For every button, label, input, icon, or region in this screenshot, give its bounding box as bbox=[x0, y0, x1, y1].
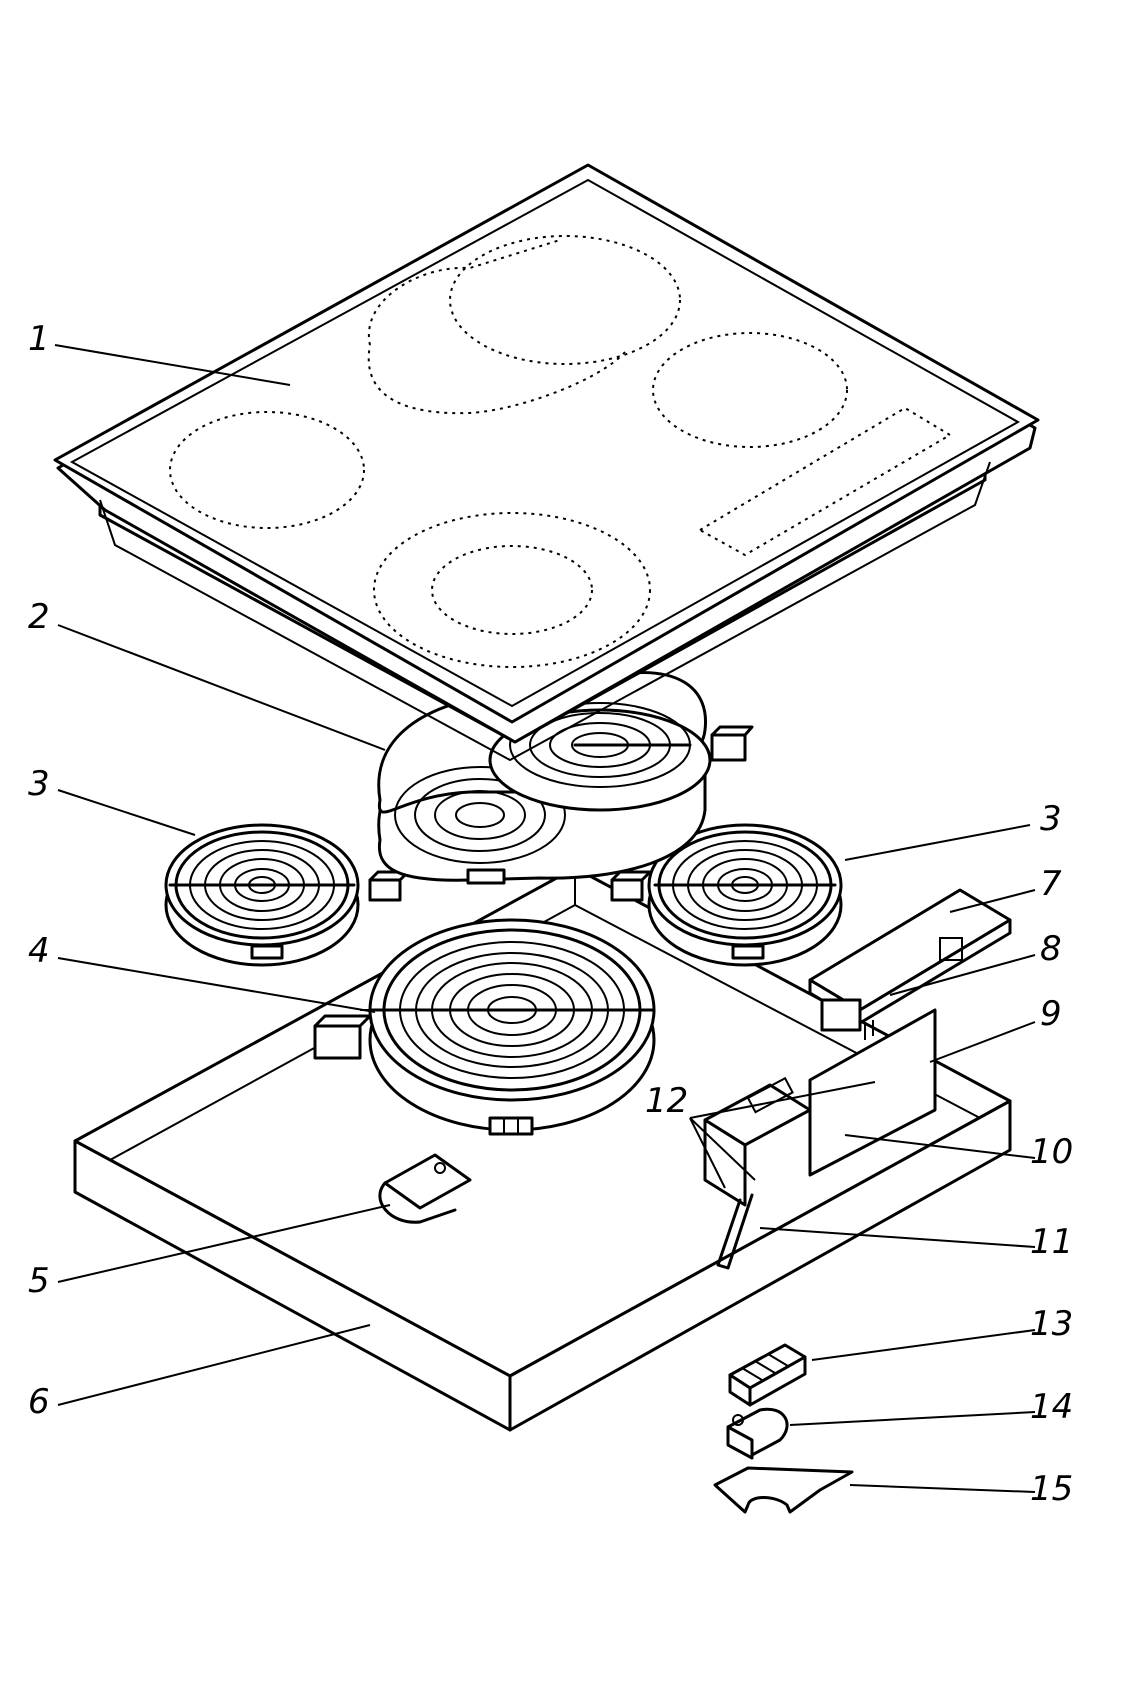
callout-13: 13 bbox=[1030, 1304, 1073, 1344]
left-heater bbox=[164, 823, 410, 967]
leader-lines bbox=[54, 344, 1036, 1493]
callout-6: 6 bbox=[28, 1382, 50, 1422]
terminal-block bbox=[728, 1343, 807, 1407]
control-electronics bbox=[808, 888, 1012, 1040]
callout-15: 15 bbox=[1030, 1469, 1073, 1509]
callout-12: 12 bbox=[645, 1081, 688, 1121]
callout-1: 1 bbox=[28, 319, 50, 359]
switch-part bbox=[726, 1407, 789, 1460]
callout-8: 8 bbox=[1040, 929, 1062, 969]
callout-11: 11 bbox=[1030, 1222, 1073, 1262]
clip-part bbox=[378, 1153, 472, 1224]
callout-5: 5 bbox=[28, 1261, 50, 1301]
right-heater bbox=[610, 823, 843, 967]
callout-3-right: 3 bbox=[1040, 799, 1062, 839]
callout-10: 10 bbox=[1030, 1132, 1073, 1172]
callout-4: 4 bbox=[28, 931, 50, 971]
callout-9: 9 bbox=[1040, 994, 1062, 1034]
callout-7: 7 bbox=[1040, 864, 1062, 904]
callout-2: 2 bbox=[28, 597, 50, 637]
callout-3-left: 3 bbox=[28, 764, 50, 804]
large-heater bbox=[313, 918, 656, 1136]
callout-labels: 1 2 3 3 4 5 6 7 8 9 10 11 12 13 14 15 bbox=[28, 319, 1073, 1509]
callout-14: 14 bbox=[1030, 1387, 1073, 1427]
ceramic-glass-top bbox=[53, 163, 1040, 762]
gasket-plate bbox=[713, 1466, 854, 1514]
